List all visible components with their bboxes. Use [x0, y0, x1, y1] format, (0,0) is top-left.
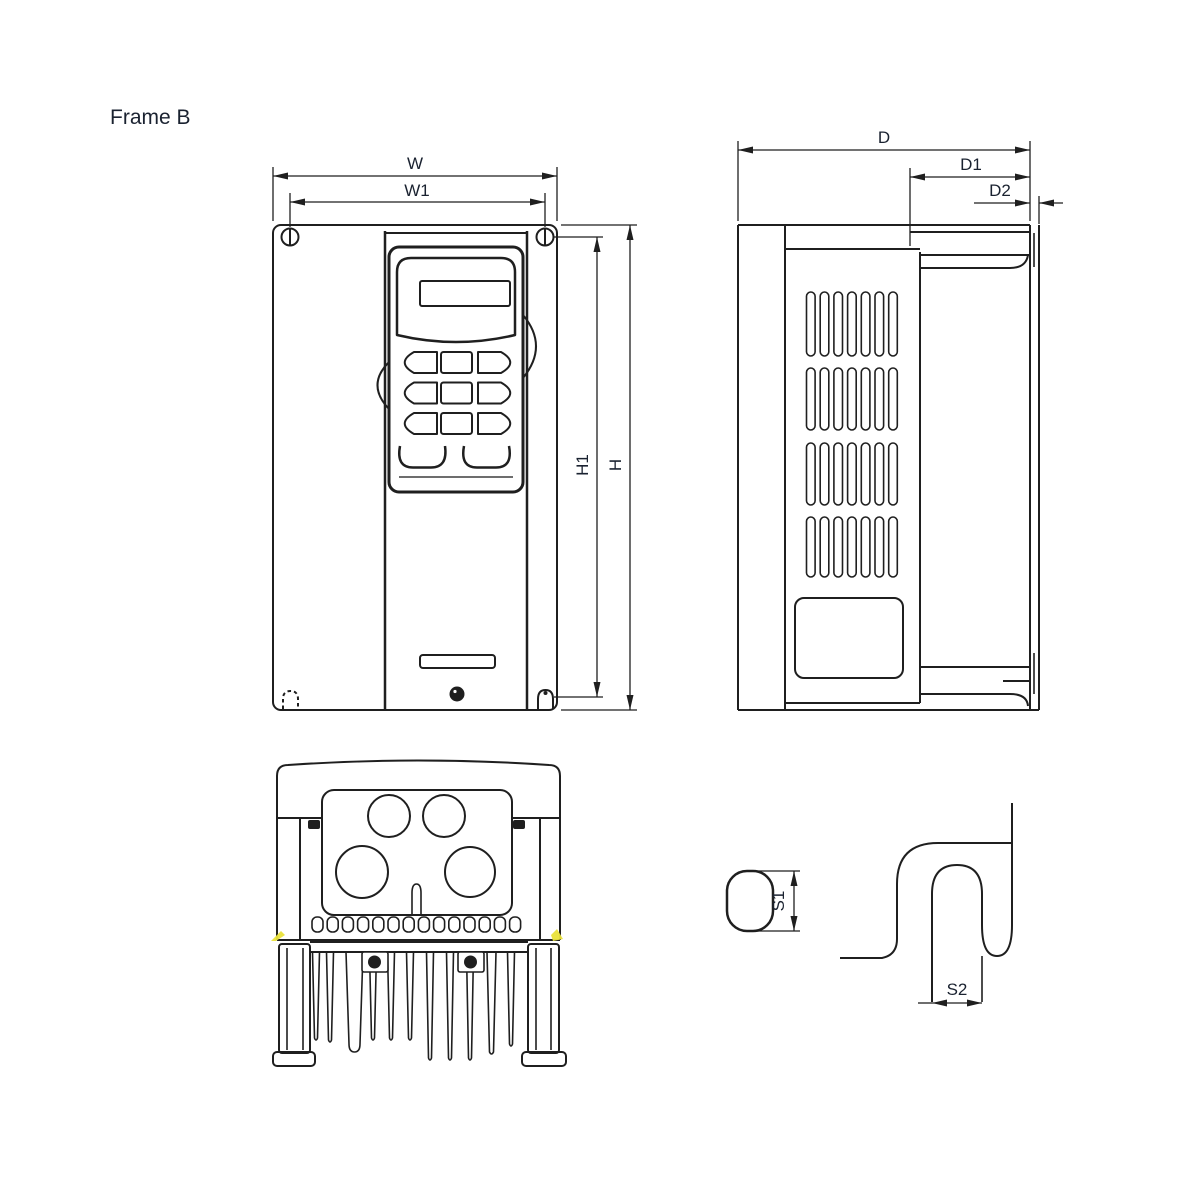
mounting-plate	[272, 224, 558, 711]
keypad-button	[440, 351, 473, 374]
end-post-right	[521, 943, 567, 1067]
cable-hole	[444, 846, 496, 898]
side-tab-left	[308, 820, 320, 829]
fin	[425, 951, 435, 1061]
dim-label-w1: W1	[404, 181, 430, 200]
keypad-button	[440, 412, 473, 435]
keypad-button-row-1	[403, 351, 512, 374]
keypad-clip-left	[376, 361, 390, 410]
front-view: W W1 H1 H	[272, 154, 637, 711]
display-panel	[395, 256, 517, 344]
nameplate	[794, 597, 904, 679]
bracket-hook	[981, 843, 1013, 957]
screw-block-right	[457, 951, 485, 973]
keypad	[376, 245, 537, 494]
bottom-outline	[271, 759, 563, 941]
heatsink-fins	[272, 941, 567, 1067]
dimension-d2: D2	[974, 181, 1063, 224]
keypad-button	[477, 381, 512, 405]
dim-label-d: D	[878, 128, 890, 147]
keypad-button	[477, 412, 512, 435]
bracket-profile	[840, 803, 1013, 959]
keypad-button	[398, 445, 447, 469]
dim-label-w: W	[407, 154, 423, 173]
mounting-bracket-bottom	[920, 666, 1030, 707]
keypad-button	[462, 445, 511, 469]
cover-screw-highlight	[453, 689, 457, 694]
keypad-button	[440, 381, 473, 405]
foot-left	[272, 1051, 316, 1067]
lcd-display	[419, 280, 511, 307]
fin	[405, 951, 415, 1041]
page-title: Frame B	[110, 106, 191, 129]
foot-right	[521, 1051, 567, 1067]
drive-body	[383, 231, 529, 710]
fin	[325, 951, 335, 1043]
keypad-button	[477, 351, 512, 374]
dim-label-h: H	[606, 459, 625, 471]
dim-label-s1: S1	[769, 891, 788, 912]
dim-label-d1: D1	[960, 155, 982, 174]
cable-hole	[335, 845, 389, 899]
screw-block-left	[361, 951, 389, 973]
keypad-button	[403, 381, 438, 405]
keypad-bezel	[387, 245, 525, 494]
side-tab-right	[513, 820, 525, 829]
back-plate	[1029, 225, 1040, 710]
dimension-w: W	[272, 154, 558, 221]
fin	[445, 951, 455, 1061]
dim-label-d2: D2	[989, 181, 1011, 200]
label-slot	[419, 654, 496, 669]
mounting-screw-top-right	[535, 227, 555, 247]
mounting-bracket-top	[910, 231, 1030, 269]
mounting-screw-top-left	[280, 227, 300, 247]
end-post-left	[272, 943, 316, 1067]
dim-label-h1: H1	[573, 454, 592, 476]
keypad-button-row-3	[403, 412, 512, 435]
terminal-hole-row	[311, 916, 522, 933]
vent-grid	[805, 291, 899, 578]
cable-hole	[422, 794, 466, 838]
side-outline	[737, 224, 1039, 711]
cable-hole	[367, 794, 411, 838]
fin-wide	[345, 951, 364, 1053]
detail-s1: S1	[725, 869, 800, 933]
keypad-button	[403, 351, 438, 374]
fin	[506, 951, 516, 1047]
mounting-hole-s1	[725, 869, 775, 933]
dimension-h: H	[561, 224, 637, 711]
detail-s2: S2	[840, 803, 1013, 1007]
keypad-button	[403, 412, 438, 435]
gland-plate	[321, 789, 513, 916]
fin	[486, 951, 497, 1055]
gland-slot	[411, 883, 422, 914]
keypad-clip-right	[522, 314, 537, 379]
fin	[368, 951, 378, 1041]
corner-mark-right	[551, 929, 563, 941]
fin	[465, 951, 475, 1061]
fin	[386, 951, 396, 1041]
keypad-button-row-2	[403, 381, 512, 405]
keyhole-slot-bottom-right	[537, 689, 554, 709]
dimension-d: D	[737, 128, 1031, 221]
side-view: D D1 D2	[737, 128, 1063, 711]
keypad-button-row-bottom	[398, 445, 511, 469]
dimension-w1: W1	[289, 181, 546, 227]
keyhole-slot-s2	[931, 864, 983, 1002]
dimension-h1: H1	[553, 236, 603, 698]
cover-screw	[449, 686, 465, 702]
keyhole-slot-bottom-left	[282, 690, 299, 709]
fin	[311, 951, 321, 1041]
bottom-view	[271, 759, 567, 1067]
corner-mark-left	[271, 931, 285, 941]
dim-label-s2: S2	[947, 980, 968, 999]
